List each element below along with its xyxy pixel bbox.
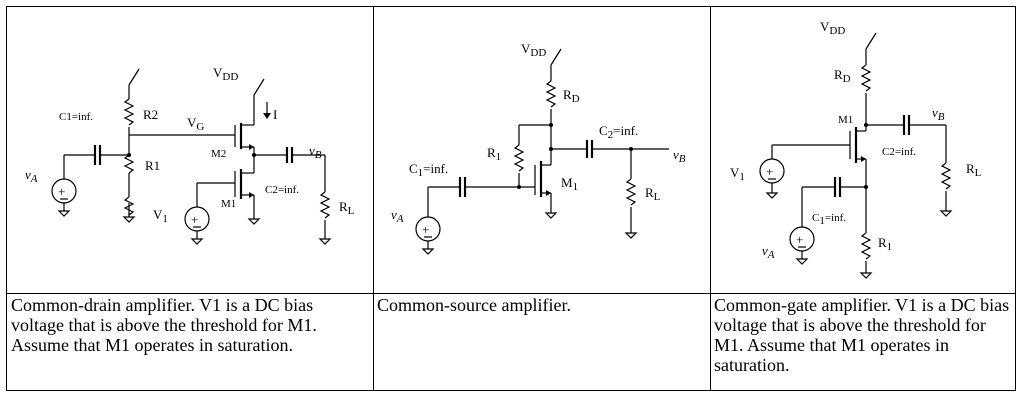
- m2-label: M2: [211, 148, 226, 160]
- m1-label: M1: [221, 198, 236, 210]
- ground-icon: [247, 218, 261, 225]
- current-label: I: [273, 107, 277, 122]
- supply-line: [253, 78, 265, 96]
- rl-resistor: [319, 191, 331, 219]
- m1-label: M1: [561, 175, 578, 193]
- supply-line: [550, 48, 562, 66]
- arrow-icon: [546, 190, 551, 196]
- plus-sign: +: [58, 184, 65, 199]
- arrow-icon: [263, 113, 271, 119]
- rl-label: RL: [339, 199, 355, 217]
- ground-icon: [765, 192, 779, 199]
- arrow-icon: [861, 156, 866, 162]
- ground-icon: [939, 210, 953, 217]
- v1-label: V1: [730, 165, 745, 183]
- r2-label: R2: [143, 107, 158, 122]
- vdd-label: VDD: [521, 41, 546, 59]
- caption-common-drain: Common-drain amplifier. V1 is a DC bias …: [11, 295, 317, 355]
- rl-resistor: [940, 162, 952, 190]
- vdd-label: VDD: [213, 65, 238, 83]
- common-drain-schematic: + +: [25, 65, 355, 245]
- supply-line: [128, 68, 140, 86]
- c1-label: C1=inf.: [59, 111, 93, 123]
- rd-label: RD: [563, 87, 580, 105]
- r1-label: R1: [145, 158, 160, 173]
- c2-label: C2=inf.: [599, 123, 638, 141]
- m1-label: M1: [838, 114, 853, 126]
- c2-label: C2=inf.: [265, 184, 299, 196]
- vdd-label: VDD: [820, 19, 845, 37]
- c1-label: C1=inf.: [812, 212, 846, 227]
- rd-label: RD: [834, 67, 851, 85]
- v1-label: V1: [153, 207, 168, 225]
- rl-label: RL: [645, 185, 661, 203]
- vb-label: vB: [932, 105, 945, 123]
- vb-label: vB: [673, 147, 686, 165]
- ground-icon: [122, 216, 136, 223]
- r1-resistor: [513, 144, 525, 172]
- plus-sign: +: [422, 222, 429, 237]
- plus-sign: +: [766, 164, 773, 179]
- ground-icon: [421, 248, 435, 255]
- plus-sign: +: [191, 212, 198, 227]
- ground-icon: [57, 210, 71, 217]
- c1-label: C1=inf.: [409, 161, 448, 179]
- ground-icon: [859, 272, 873, 279]
- caption-common-source: Common-source amplifier.: [377, 295, 571, 315]
- column-divider: [373, 7, 374, 390]
- table-grid: [6, 6, 1016, 391]
- rl-label: RL: [966, 161, 982, 179]
- vg-label: VG: [187, 115, 204, 133]
- c2-label: C2=inf.: [882, 146, 916, 158]
- va-label: vA: [391, 207, 404, 225]
- arrow-icon: [249, 144, 254, 150]
- r1-label: R1: [487, 145, 501, 163]
- vb-label: vB: [309, 143, 322, 161]
- r2-resistor: [123, 98, 135, 126]
- ground-icon: [190, 238, 204, 245]
- ground-icon: [544, 212, 558, 219]
- rd-resistor: [860, 64, 872, 92]
- plus-sign: +: [796, 232, 803, 247]
- common-gate-schematic: + + VDD RD M1 vB C2=inf. V1 RL C1=inf. R…: [730, 19, 982, 279]
- ground-icon: [624, 232, 638, 239]
- caption-common-gate: Common-gate amplifier. V1 is a DC bias v…: [714, 295, 1010, 375]
- common-source-schematic: + VDD RD C2=inf. R1 vB C1=inf. M1 RL vA: [391, 41, 686, 255]
- r1-label: R1: [878, 235, 892, 253]
- arrow-icon: [249, 192, 254, 198]
- va-label: vA: [762, 243, 775, 261]
- ground-icon: [318, 238, 332, 245]
- r1-resistor: [860, 232, 872, 260]
- ground-icon: [795, 258, 809, 265]
- rd-resistor: [545, 80, 557, 108]
- rl-resistor: [625, 178, 637, 206]
- node-dot: [517, 185, 521, 189]
- row-divider: [7, 293, 1015, 294]
- r1-resistor: [123, 154, 135, 174]
- column-divider: [710, 7, 711, 390]
- supply-line: [865, 32, 877, 50]
- va-label: vA: [25, 167, 38, 185]
